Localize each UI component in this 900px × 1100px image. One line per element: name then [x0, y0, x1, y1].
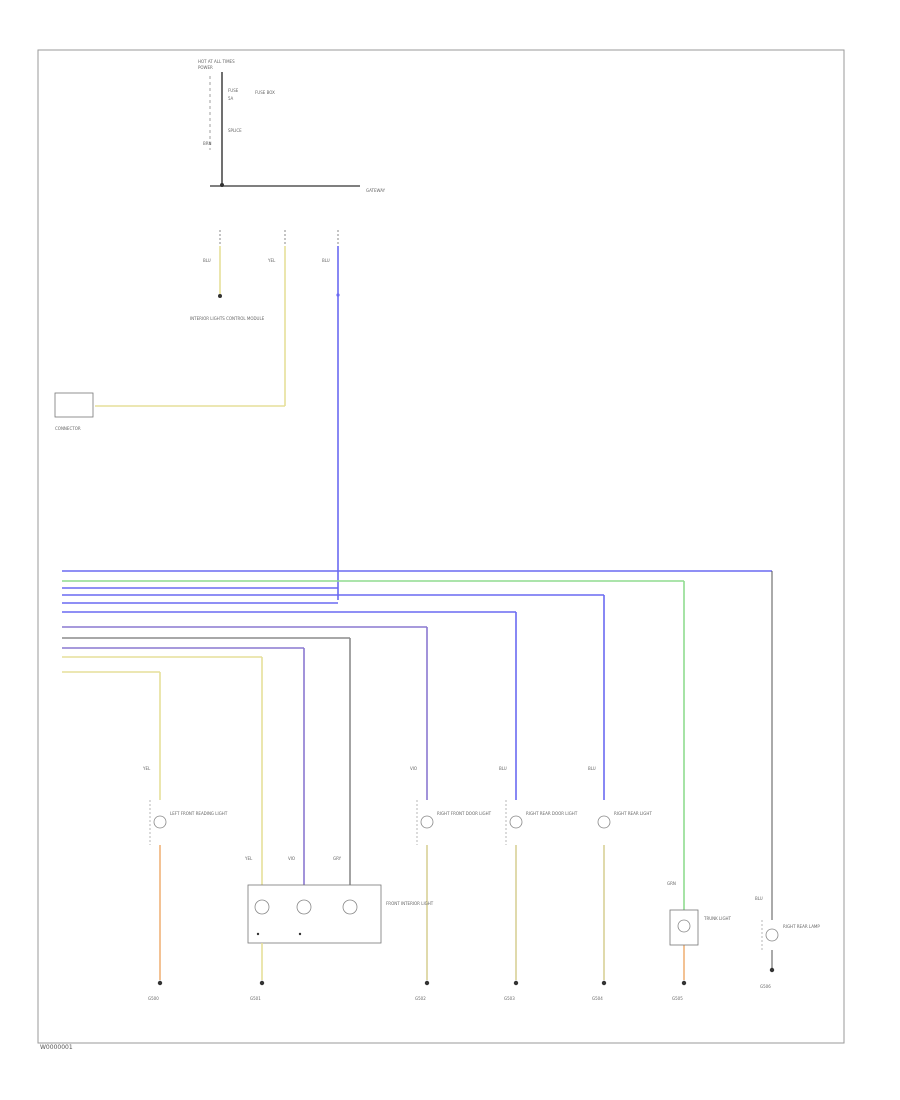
component-front-cluster	[247, 884, 382, 944]
label-splice-top: SPLICE	[228, 128, 242, 133]
label-lamp-left: LEFT FRONT READING LIGHT	[170, 811, 228, 816]
ground-dot-2	[259, 980, 265, 986]
ground-dot-5	[601, 980, 607, 986]
label-gateway: GATEWAY	[366, 188, 386, 193]
label-wire-code-top: BRN	[203, 141, 212, 146]
ground-dot-1	[157, 980, 163, 986]
label-connector-a: CONNECTOR	[55, 426, 81, 431]
label-wire-code-rf1: VIO	[410, 766, 417, 771]
label-wire-code-2: YEL	[267, 258, 276, 263]
label-ground-4: G503	[504, 996, 515, 1001]
diagram-border	[37, 49, 845, 1044]
component-trunk-lamp	[669, 909, 699, 946]
lamp-rf2	[505, 800, 523, 845]
ground-dot-4	[513, 980, 519, 986]
ground-dot-6	[681, 980, 687, 986]
terminal-dot-1	[218, 294, 222, 298]
lamp-left-front	[149, 800, 167, 845]
lamp-rear-right	[761, 920, 779, 950]
label-wire-code-fc1: YEL	[244, 856, 253, 861]
label-power-source: POWER	[198, 65, 213, 70]
label-wire-code-fc3: GRY	[333, 856, 342, 861]
lamp-rf3	[597, 815, 611, 829]
lamp-rf1	[416, 800, 434, 845]
label-fuse: FUSE	[228, 88, 239, 93]
label-hot-at-all-times: HOT AT ALL TIMES	[198, 59, 235, 64]
label-wire-code-rf3: BLU	[588, 766, 596, 771]
label-wire-code-fc2: VIO	[288, 856, 295, 861]
label-wire-code-1: BLU	[203, 258, 211, 263]
label-fuse-amp: 5A	[228, 96, 234, 101]
label-wire-code-lamp-left: YEL	[142, 766, 151, 771]
label-ground-7: G506	[760, 984, 771, 989]
page-code: W0000001	[40, 1044, 73, 1051]
component-box-connector	[54, 392, 94, 418]
label-wire-code-trunk: GRN	[667, 881, 676, 886]
label-lamp-rear-right: RIGHT REAR LAMP	[783, 924, 820, 929]
label-wire-code-3: BLU	[322, 258, 330, 263]
label-ground-2: G501	[250, 996, 261, 1001]
splice-dot-blue	[336, 293, 340, 297]
label-ground-5: G504	[592, 996, 603, 1001]
ground-dot-3	[424, 980, 430, 986]
label-interior-lights-control: INTERIOR LIGHTS CONTROL MODULE	[190, 316, 265, 321]
label-ground-6: G505	[672, 996, 683, 1001]
label-wire-code-rear-right: BLU	[755, 896, 763, 901]
label-lamp-rf2: RIGHT REAR DOOR LIGHT	[526, 811, 578, 816]
ground-dot-7	[769, 967, 775, 973]
label-lamp-trunk: TRUNK LIGHT	[703, 916, 732, 921]
label-wire-code-rf2: BLU	[499, 766, 507, 771]
label-ground-1: G500	[148, 996, 159, 1001]
label-fuse-detail: FUSE BOX	[255, 90, 275, 95]
label-lamp-front-cluster: FRONT INTERIOR LIGHT	[386, 901, 434, 906]
label-ground-3: G502	[415, 996, 426, 1001]
label-lamp-rf1: RIGHT FRONT DOOR LIGHT	[437, 811, 492, 816]
label-lamp-rf3: RIGHT REAR LIGHT	[614, 811, 652, 816]
